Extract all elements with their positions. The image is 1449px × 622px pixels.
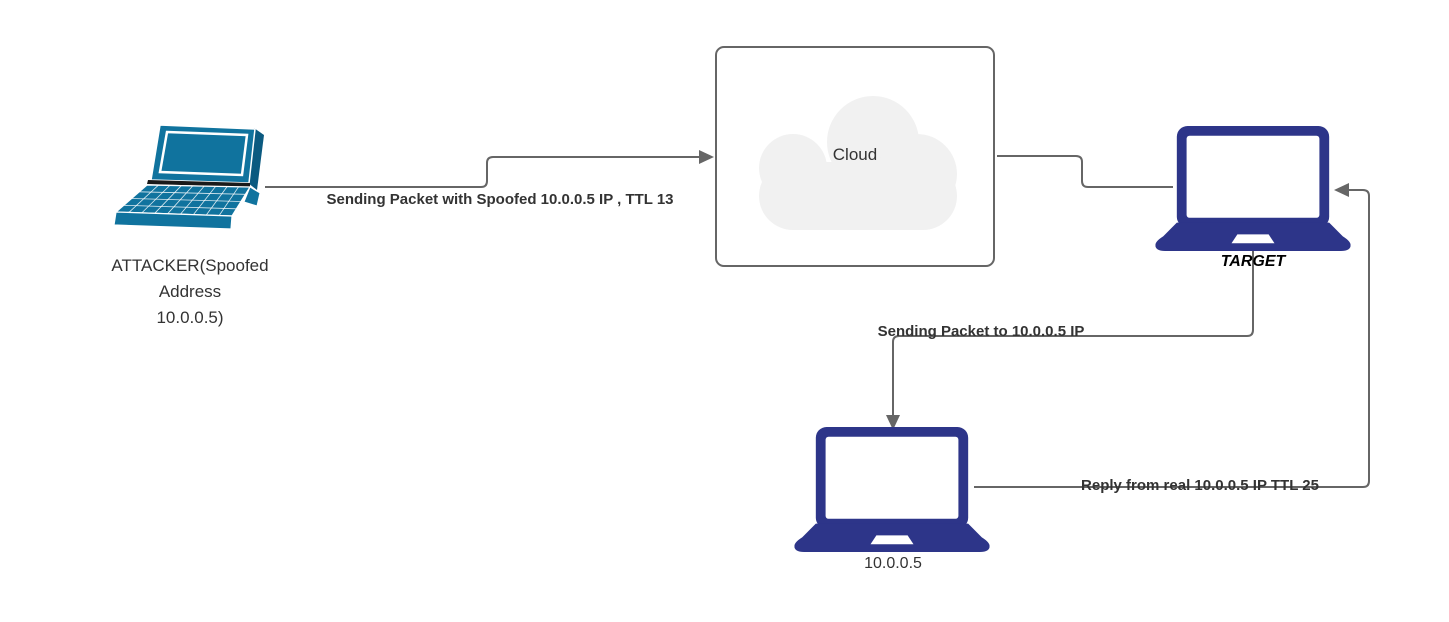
keyboard-grid <box>123 184 246 216</box>
attacker-laptop-icon <box>113 124 264 230</box>
edge-target-to-host <box>886 246 1254 430</box>
edge-label-sending-to-host: Sending Packet to 10.0.0.5 IP <box>877 323 1085 340</box>
edge-label-reply-from-host: Reply from real 10.0.0.5 IP TTL 25 <box>1081 477 1319 494</box>
host-laptop-icon <box>794 427 990 552</box>
arrowhead-down-icon <box>886 415 900 430</box>
target-laptop-icon <box>1155 126 1351 251</box>
cloud-box: Cloud <box>715 46 995 267</box>
arrowhead-left-icon <box>1334 183 1349 197</box>
target-label: TARGET <box>1220 253 1286 270</box>
edge-attacker-to-cloud-line <box>265 156 699 188</box>
arrowhead-right-icon <box>699 150 714 164</box>
edge-host-to-target <box>974 183 1370 488</box>
edge-target-to-host-line <box>892 246 1254 415</box>
edge-cloud-to-target <box>997 155 1173 188</box>
attacker-label: ATTACKER(Spoofed Address 10.0.0.5) <box>111 256 269 327</box>
host-label: 10.0.0.5 <box>864 555 922 572</box>
edge-host-to-target-line <box>974 189 1370 488</box>
edge-cloud-to-target-line <box>997 155 1173 188</box>
edge-label-spoofed-packet: Sending Packet with Spoofed 10.0.0.5 IP … <box>326 191 674 208</box>
cloud-icon <box>759 96 957 230</box>
edge-attacker-to-cloud <box>265 150 714 188</box>
cloud-label: Cloud <box>832 145 878 164</box>
